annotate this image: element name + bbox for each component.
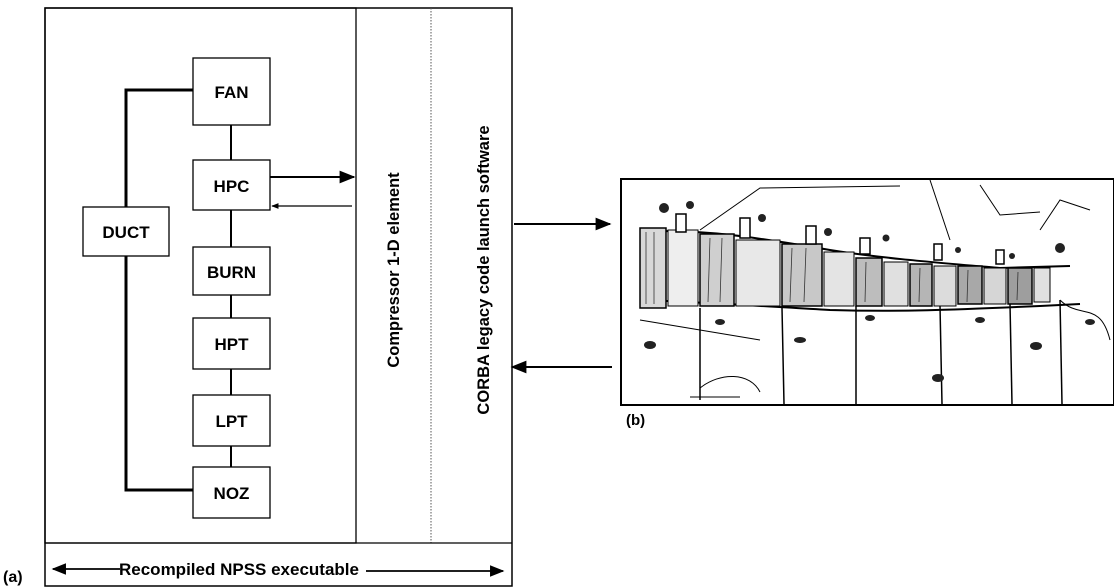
fan-duct-bypass [124, 88, 193, 207]
lpt-box [192, 394, 271, 447]
panel-a-label: (a) [3, 569, 23, 586]
fan-box [192, 57, 271, 126]
compressor-3d-model-image [620, 178, 1114, 406]
executable-label: Recompiled NPSS executable [119, 560, 359, 579]
noz-label: NOZ [214, 484, 250, 503]
npss-outer-frame [44, 7, 513, 587]
noz-box [192, 466, 271, 519]
hpc-label: HPC [214, 177, 250, 196]
hpt-box [192, 317, 271, 370]
burn-box [192, 246, 271, 296]
burn-label: BURN [207, 263, 256, 282]
panel-b-label: (b) [626, 412, 645, 429]
duct-box [82, 206, 170, 257]
fan-label: FAN [215, 83, 249, 102]
hpt-label: HPT [215, 335, 250, 354]
duct-noz-bypass [124, 256, 193, 492]
compressor-element-label: Compressor 1-D element [385, 172, 403, 368]
lpt-label: LPT [215, 412, 248, 431]
hpc-box [192, 159, 271, 211]
corba-software-label: CORBA legacy code launch software [475, 125, 493, 414]
duct-label: DUCT [102, 223, 150, 242]
